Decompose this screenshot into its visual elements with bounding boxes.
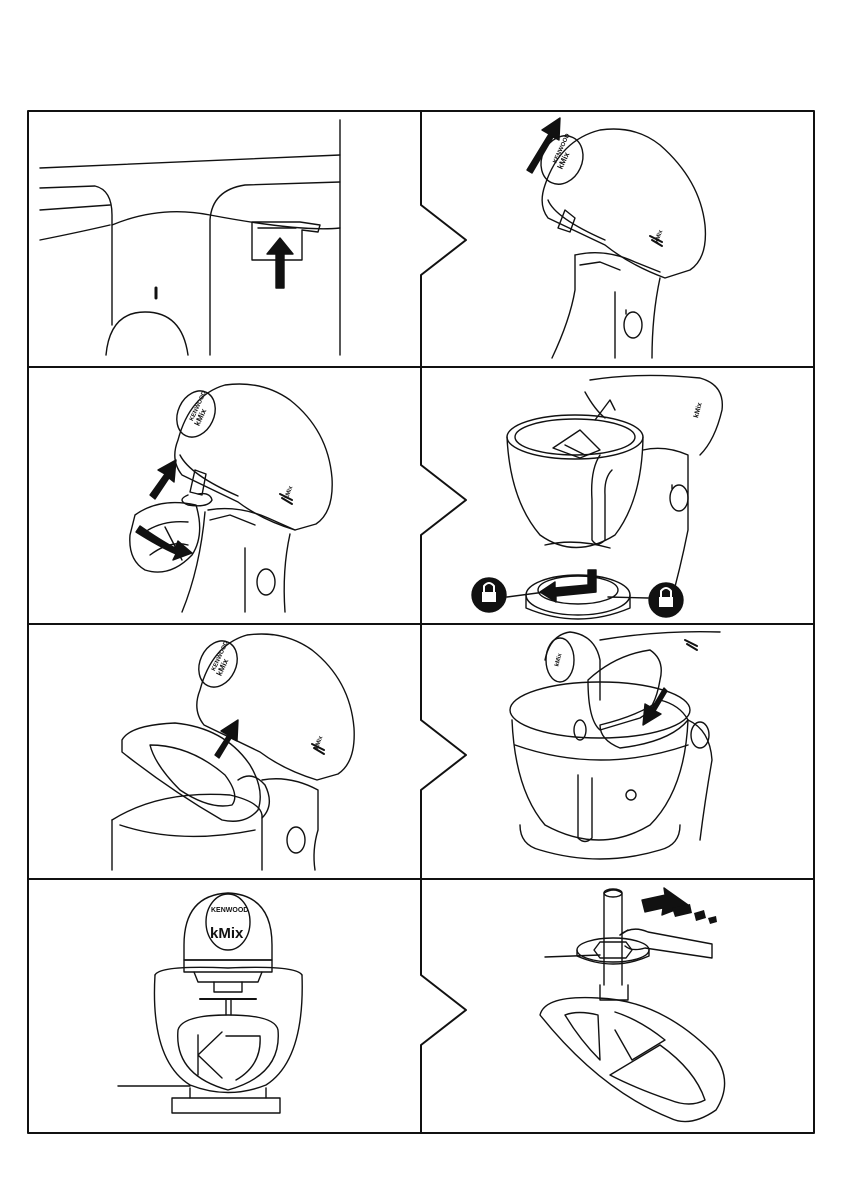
pointer-line [545,955,600,957]
panel-splash-guard-fit: KENWOOD kMix kMix [112,634,354,870]
panel-beater-fit: KENWOOD kMix kMix [130,384,332,612]
brand-maker-label: KENWOOD [211,907,248,914]
brand-model-label: kMix [693,402,704,419]
arrow-up-icon [267,238,293,288]
lock-icon [472,578,506,612]
brand-model-label: kMix [554,652,563,667]
arrow-up-right-icon [215,720,238,758]
brand-model-label: kMix [210,925,244,942]
panel-splash-guard-on: kMix [510,632,720,859]
arrow-up-right-icon [150,460,176,499]
arrow-down-icon [643,688,667,725]
arrow-up-right-icon [527,118,560,173]
arrow-left-down-icon [642,888,717,924]
panel-beater-adjust [540,888,725,1122]
panel-bowl-lock: kMix [472,375,722,619]
lock-icon [649,583,683,617]
panel-release-lever [40,120,340,355]
panel-beater-clearance: KENWOOD kMix [118,893,302,1113]
panel-head-raised: KENWOOD kMix kMix [527,118,705,358]
rotate-arrow-icon [136,526,192,560]
